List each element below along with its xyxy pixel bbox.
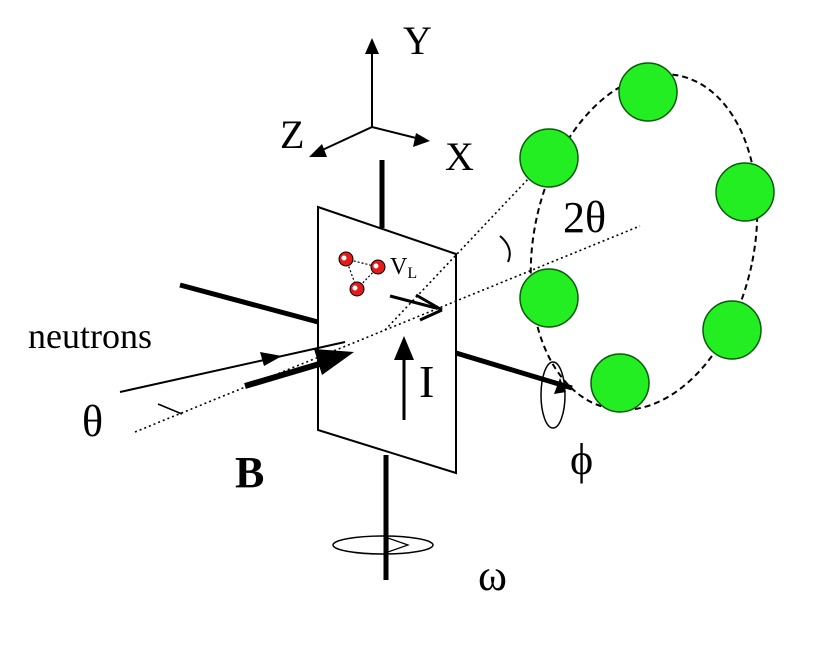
neutron-incident-arrowhead bbox=[260, 352, 282, 366]
theta-tick bbox=[157, 403, 183, 415]
axis-z-label: Z bbox=[280, 112, 304, 157]
z-axis-line bbox=[317, 126, 373, 153]
neutrons-label: neutrons bbox=[28, 316, 152, 356]
field-label: B bbox=[235, 448, 264, 497]
z-axis-arrowhead bbox=[309, 144, 327, 157]
scattered-arrowhead bbox=[415, 293, 443, 322]
omega-rotation-arrowhead bbox=[387, 537, 410, 553]
velocity-v: V bbox=[390, 254, 408, 280]
vortex-center bbox=[352, 285, 358, 291]
vortex-lattice bbox=[338, 251, 386, 297]
axis-y-label: Y bbox=[403, 18, 432, 63]
neutron-incident-line bbox=[119, 341, 346, 393]
diffraction-spot bbox=[519, 268, 579, 328]
scattered-arrow-shaft bbox=[389, 294, 437, 310]
current-label: I bbox=[419, 356, 434, 407]
diffraction-spot bbox=[715, 162, 775, 222]
diffraction-spot bbox=[519, 128, 579, 188]
diffraction-spot bbox=[618, 62, 678, 122]
theta-label: θ bbox=[82, 397, 103, 446]
diffraction-spot bbox=[702, 300, 762, 360]
x-axis-arrowhead bbox=[413, 133, 430, 147]
omega-rotation-loop bbox=[332, 535, 434, 555]
beam-lines bbox=[134, 157, 641, 433]
diffraction-spot bbox=[590, 353, 650, 413]
current-arrowhead bbox=[394, 336, 414, 360]
y-axis-arrowhead bbox=[365, 38, 379, 54]
velocity-label: VL bbox=[390, 254, 417, 282]
phi-label: ϕ bbox=[570, 435, 593, 484]
field-rod-left bbox=[179, 282, 319, 325]
two-theta-label: 2θ bbox=[563, 193, 606, 242]
phi-rotation-arrowhead bbox=[554, 378, 566, 394]
incident-arrowhead bbox=[314, 349, 354, 375]
incident-arrow-shaft bbox=[244, 359, 327, 389]
coordinate-axes bbox=[317, 48, 421, 153]
vortex-center bbox=[341, 255, 347, 261]
phi-rotation-loop bbox=[540, 361, 566, 429]
sample-plate bbox=[317, 205, 457, 475]
diffraction-spots bbox=[519, 62, 775, 413]
transmitted-beam-line bbox=[134, 225, 641, 433]
two-theta-arc bbox=[499, 235, 511, 263]
field-rod-right bbox=[455, 350, 573, 391]
axis-x-label: X bbox=[445, 134, 474, 179]
x-axis-line bbox=[371, 126, 421, 140]
omega-label: ω bbox=[478, 551, 507, 600]
vortex-center bbox=[373, 263, 379, 269]
velocity-subscript: L bbox=[407, 265, 417, 282]
